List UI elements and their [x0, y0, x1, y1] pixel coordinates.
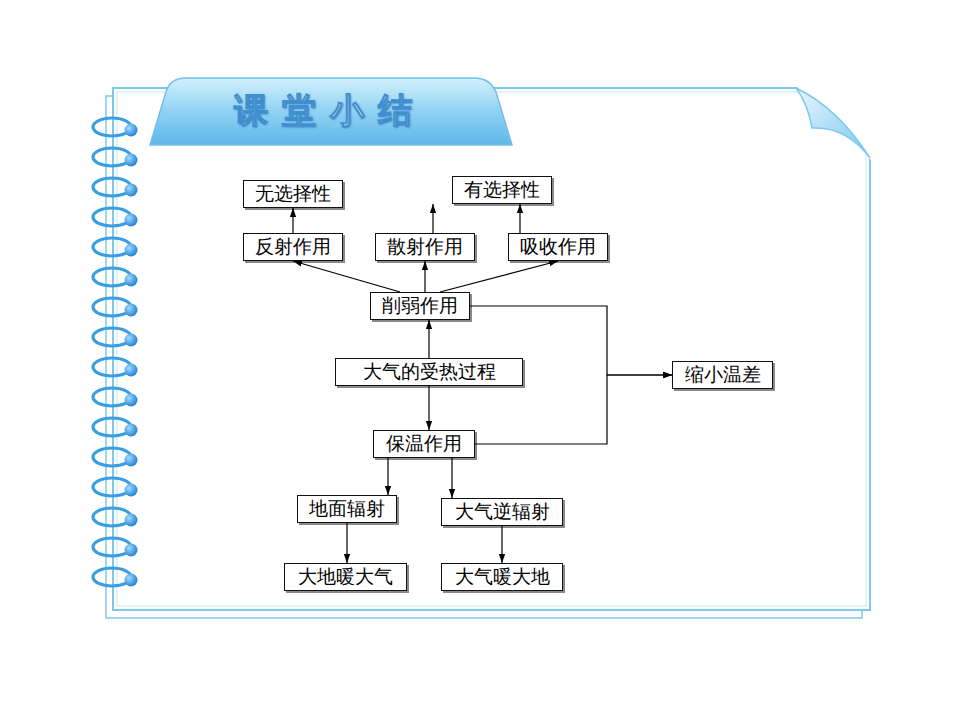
box-label: 散射作用 — [387, 237, 463, 258]
box-label: 反射作用 — [255, 237, 331, 258]
process-box: 大气暖大地 — [441, 563, 563, 591]
page-inner-border — [117, 92, 866, 606]
process-box: 地面辐射 — [297, 495, 397, 523]
flow-arrow — [428, 386, 429, 430]
box-label: 有选择性 — [464, 180, 540, 201]
flow-arrow — [424, 261, 425, 292]
flow-arrow — [451, 458, 452, 498]
spiral-ring — [93, 388, 138, 407]
box-label: 吸收作用 — [520, 237, 596, 258]
box-label: 大气暖大地 — [455, 567, 550, 588]
process-box: 吸收作用 — [508, 233, 608, 261]
spiral-ring — [93, 178, 138, 197]
box-label: 无选择性 — [255, 184, 331, 205]
box-label: 大地暖大气 — [298, 567, 393, 588]
spiral-ring — [93, 298, 138, 317]
front-page — [113, 88, 870, 610]
process-box: 大气的受热过程 — [335, 358, 523, 386]
spiral-ring — [93, 208, 138, 227]
flow-arrow — [432, 204, 433, 233]
box-label: 地面辐射 — [309, 499, 385, 520]
folded-corner — [796, 88, 870, 158]
title-tab — [150, 78, 512, 145]
corner-cut — [796, 86, 873, 162]
spiral-ring — [93, 418, 138, 437]
spiral-ring — [93, 268, 138, 287]
process-box: 保温作用 — [373, 430, 475, 458]
spiral-ring — [93, 148, 138, 167]
process-box: 反射作用 — [243, 233, 343, 261]
flow-arrow — [501, 526, 502, 563]
box-label: 削弱作用 — [382, 296, 458, 317]
flow-arrow — [519, 204, 520, 233]
spiral-ring — [93, 118, 138, 137]
heading-title: 课堂小结 — [150, 82, 510, 140]
spiral-ring — [93, 568, 138, 587]
spiral-ring — [93, 448, 138, 467]
flow-arrow — [293, 261, 400, 292]
spiral-ring — [93, 508, 138, 527]
process-box: 大地暖大气 — [284, 563, 407, 591]
spiral-ring — [93, 328, 138, 347]
process-box: 散射作用 — [375, 233, 475, 261]
spiral-ring — [93, 238, 138, 257]
process-box: 缩小温差 — [672, 361, 773, 389]
box-label: 大气逆辐射 — [455, 502, 550, 523]
flow-arrow — [428, 320, 429, 358]
flow-arrow — [475, 375, 672, 444]
flow-arrow — [292, 208, 293, 233]
spiral-ring — [93, 478, 138, 497]
process-box: 大气逆辐射 — [441, 498, 563, 526]
process-box: 无选择性 — [243, 180, 343, 208]
flow-arrow — [346, 523, 347, 563]
flow-arrow — [387, 458, 388, 495]
process-box: 有选择性 — [452, 176, 552, 204]
process-box: 削弱作用 — [370, 292, 470, 320]
spiral-ring — [93, 538, 138, 557]
box-label: 缩小温差 — [685, 365, 761, 386]
box-label: 保温作用 — [386, 434, 462, 455]
box-label: 大气的受热过程 — [363, 362, 496, 383]
spiral-ring — [93, 358, 138, 377]
flow-arrow — [440, 261, 558, 292]
flow-arrow — [470, 306, 672, 375]
